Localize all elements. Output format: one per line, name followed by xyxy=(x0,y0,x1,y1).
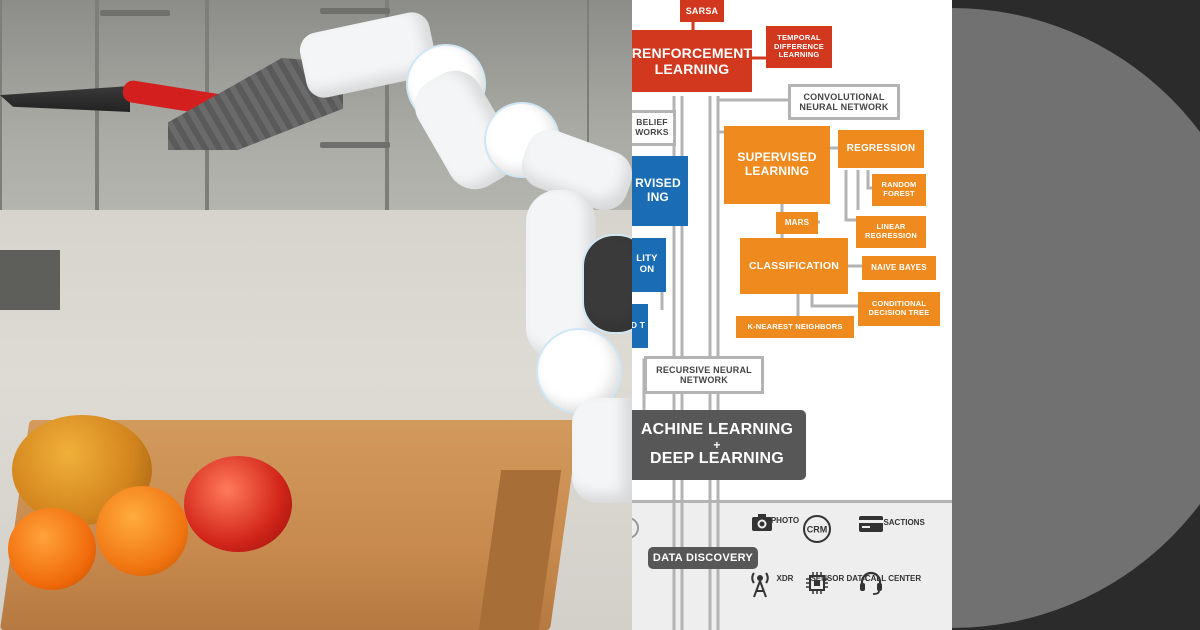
decorative-panel xyxy=(952,0,1200,630)
node-reinforcement-learning: RENFORCEMENT LEARNING xyxy=(632,30,752,92)
source-call-center: CALL CENTER xyxy=(858,570,928,595)
source-xdr: XDR xyxy=(750,570,820,598)
node-regression: REGRESSION xyxy=(838,130,924,168)
data-discovery-pill: DATA DISCOVERY xyxy=(648,547,758,569)
source-call-center-label: CALL CENTER xyxy=(864,574,922,583)
node-dimensionality-reduction: LITY ON xyxy=(632,238,666,292)
antenna-icon xyxy=(751,572,769,598)
red-tomato xyxy=(184,456,292,552)
orange-tomato xyxy=(96,486,188,576)
band-trunk-lines xyxy=(632,500,720,630)
cut-off-icon xyxy=(632,517,639,539)
node-dl-label: DEEP LEARNING xyxy=(650,450,784,468)
node-machine-learning-deep-learning: ACHINE LEARNING + DEEP LEARNING xyxy=(632,410,806,480)
node-temporal-difference-learning: TEMPORAL DIFFERENCE LEARNING xyxy=(766,26,832,68)
counter-edge xyxy=(0,250,60,310)
node-plus-label: + xyxy=(713,437,721,452)
node-mars: MARS xyxy=(776,212,818,234)
ml-diagram: SARSA RENFORCEMENT LEARNING TEMPORAL DIF… xyxy=(632,0,952,630)
camera-icon xyxy=(752,514,772,531)
source-sensor-data-label: SENSOR DATA xyxy=(810,574,868,583)
node-convolutional-neural-network: CONVOLUTIONAL NEURAL NETWORK xyxy=(788,84,900,120)
node-recursive-neural-network: RECURSIVE NEURAL NETWORK xyxy=(644,356,764,394)
node-sarsa: SARSA xyxy=(680,0,724,22)
crm-icon: CRM xyxy=(803,515,831,543)
node-ml-label: ACHINE LEARNING xyxy=(640,421,794,439)
node-k-nearest-neighbors: K-NEAREST NEIGHBORS xyxy=(736,316,854,338)
decorative-circle xyxy=(952,8,1200,628)
svg-text:CRM: CRM xyxy=(807,525,828,535)
robot-wrist xyxy=(584,236,632,332)
source-photo-label: PHOTO xyxy=(770,516,800,525)
cabinet-door xyxy=(385,0,589,210)
node-random-forest: RANDOM FOREST xyxy=(872,174,926,206)
node-classification: CLASSIFICATION xyxy=(740,238,848,294)
cabinet-handle xyxy=(100,10,170,16)
orange-tomato xyxy=(8,508,96,590)
source-transactions: TRANSACTIONS xyxy=(858,514,928,532)
node-conditional-decision-tree: CONDITIONAL DECISION TREE xyxy=(858,292,940,326)
node-belief-networks: BELIEF WORKS xyxy=(632,110,676,146)
robot-arm-photo xyxy=(0,0,632,630)
source-sensor-data: SENSOR DATA xyxy=(804,570,874,594)
source-photo: PHOTO xyxy=(750,512,820,531)
chip-icon xyxy=(806,572,828,594)
source-transactions-label: TRANSACTIONS xyxy=(861,518,925,527)
headset-icon xyxy=(860,571,882,595)
node-supervised-learning: SUPERVISED LEARNING xyxy=(724,126,830,204)
node-semi-supervised: D T xyxy=(632,304,648,348)
source-xdr-label: XDR xyxy=(776,574,794,583)
node-linear-regression: LINEAR REGRESSION xyxy=(856,216,926,248)
cabinet-handle xyxy=(320,142,390,148)
robot-base xyxy=(572,398,632,503)
cabinet-handle xyxy=(320,8,390,14)
credit-card-icon xyxy=(859,516,883,532)
node-naive-bayes: NAIVE BAYES xyxy=(862,256,936,280)
node-unsupervised-learning: RVISED ING xyxy=(632,156,688,226)
